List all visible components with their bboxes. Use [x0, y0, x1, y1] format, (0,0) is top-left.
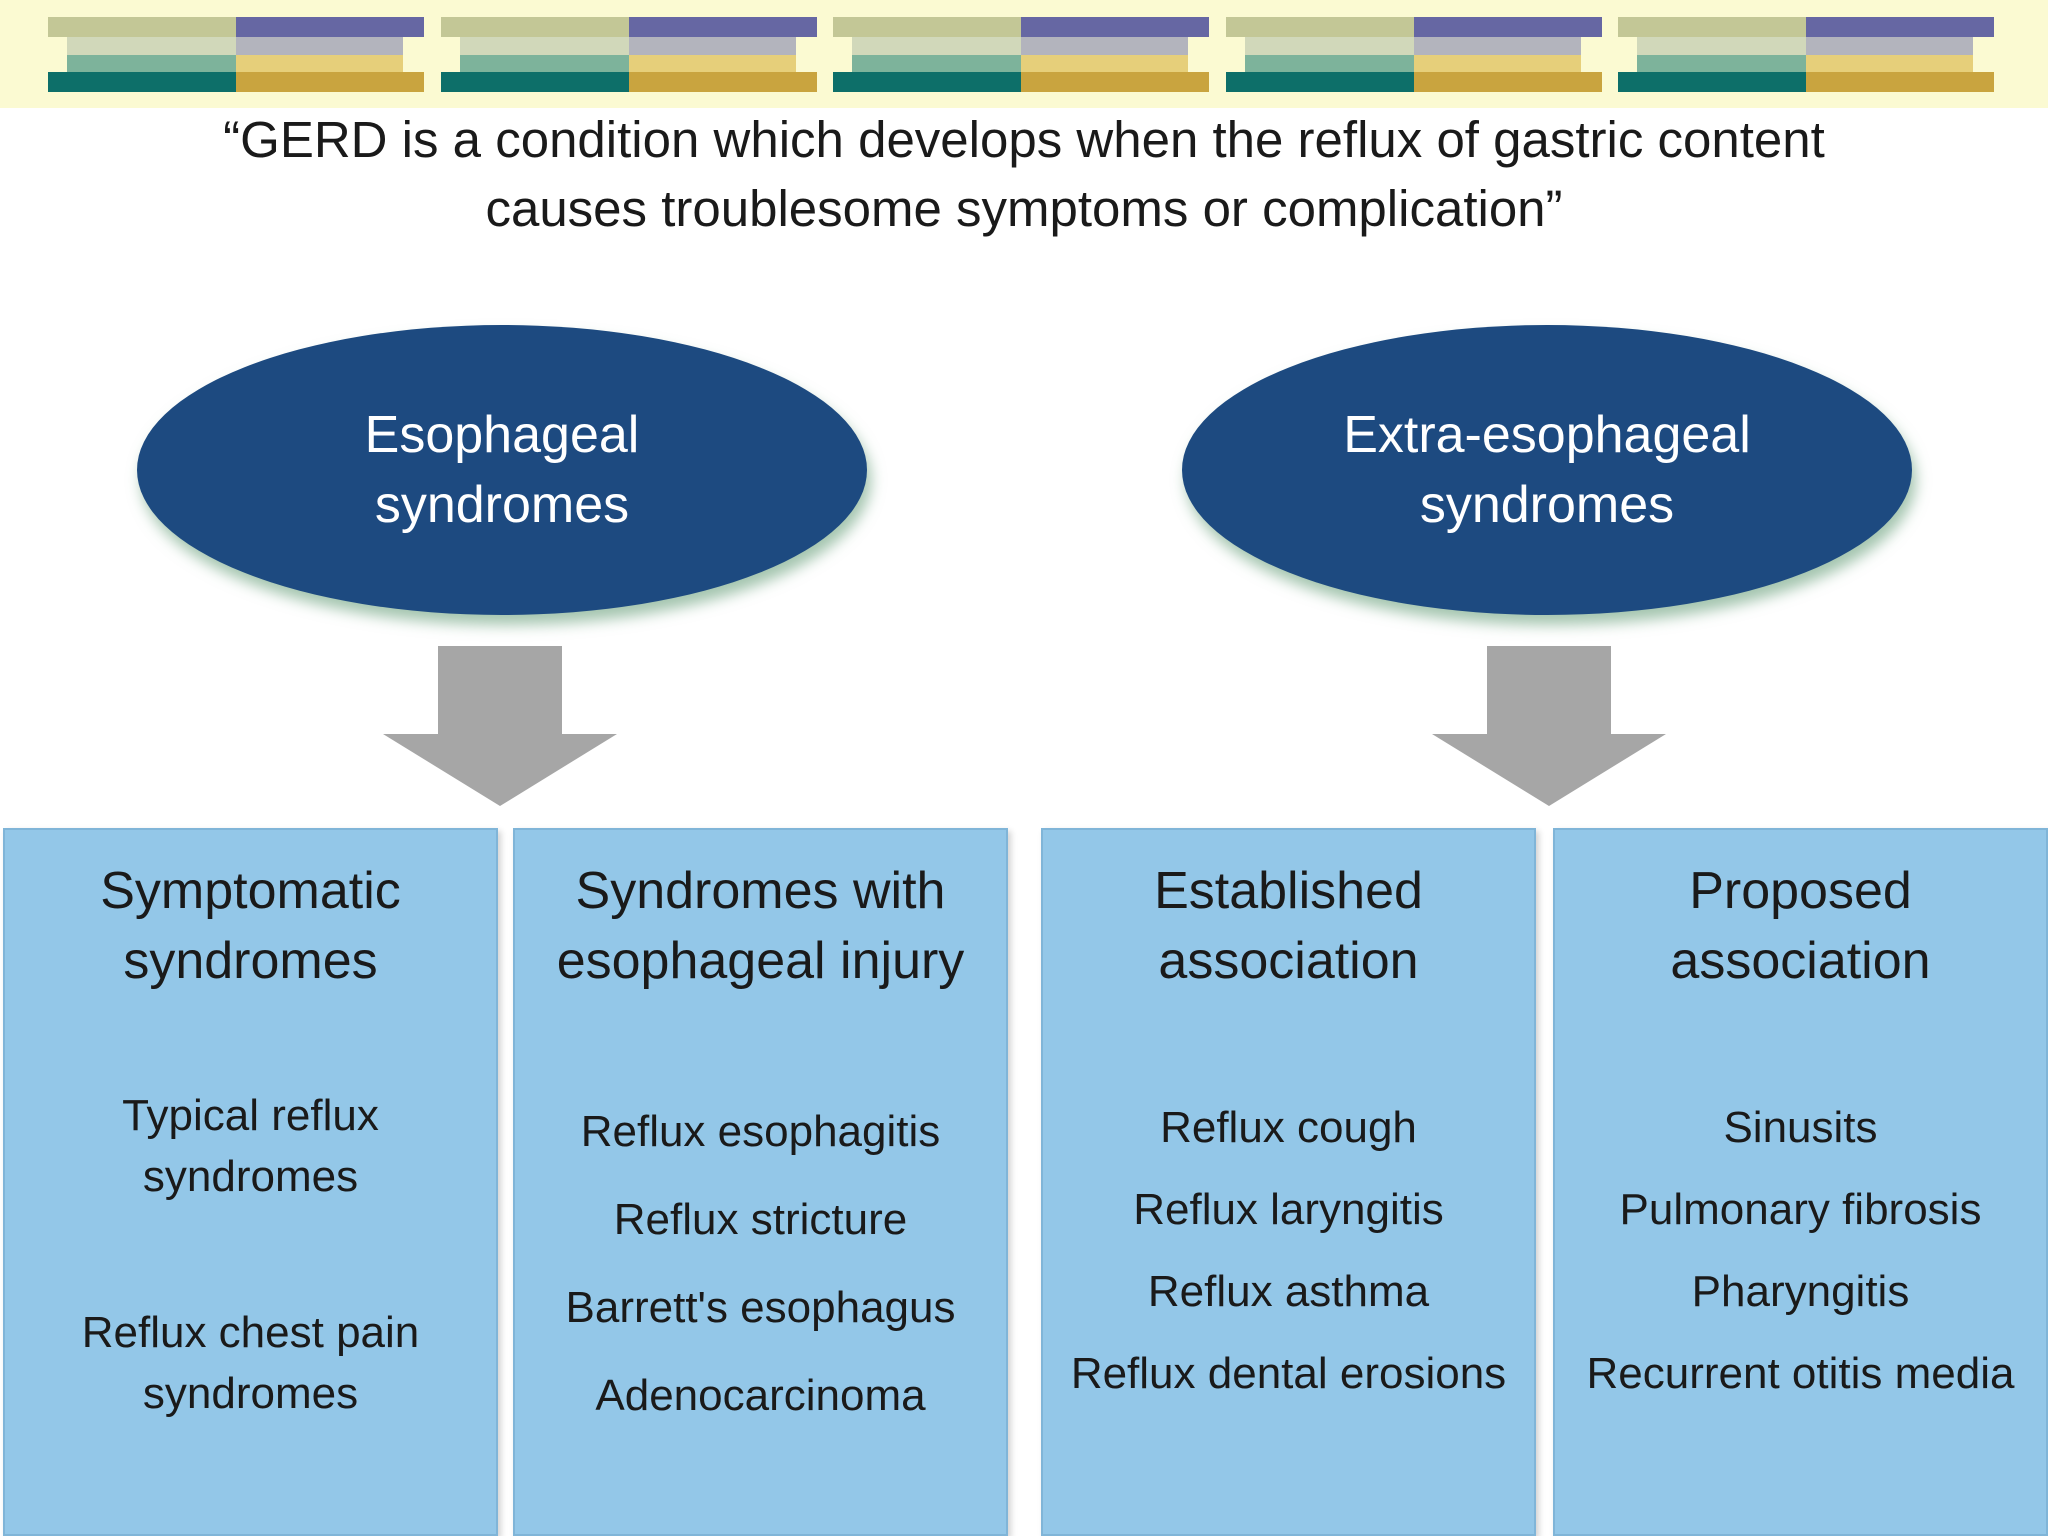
established-association-box: Established association Reflux cough Ref… [1041, 828, 1536, 1536]
box-item: Reflux esophagitis [580, 1107, 941, 1156]
decorative-block [441, 17, 817, 92]
box-item: Sinusits [1723, 1103, 1878, 1152]
box-item: Pharyngitis [1691, 1267, 1910, 1316]
decorative-block [48, 17, 424, 92]
decorative-header-band [0, 0, 2048, 108]
proposed-association-box: Proposed association Sinusits Pulmonary … [1553, 828, 2048, 1536]
box-item: Pulmonary fibrosis [1619, 1185, 1982, 1234]
ellipse-label: Extra-esophageal syndromes [1343, 406, 1751, 534]
box-item: Barrett's esophagus [565, 1283, 956, 1332]
box-title: Syndromes with esophageal injury [556, 862, 965, 990]
ellipse-label: Esophageal syndromes [364, 406, 640, 534]
box-item: Reflux asthma [1147, 1267, 1430, 1316]
extra-esophageal-syndromes-ellipse: Extra-esophageal syndromes [1182, 325, 1912, 615]
box-item: Reflux chest pain syndromes [81, 1308, 420, 1418]
decorative-block [833, 17, 1209, 92]
esophageal-syndromes-ellipse: Esophageal syndromes [137, 325, 867, 615]
gerd-definition: “GERD is a condition which develops when… [223, 111, 1825, 237]
box-item: Reflux dental erosions [1070, 1349, 1507, 1398]
decorative-block [1618, 17, 1994, 92]
box-item: Reflux stricture [613, 1195, 908, 1244]
symptomatic-syndromes-box: Symptomatic syndromes Typical reflux syn… [3, 828, 498, 1536]
down-arrow-icon [1432, 646, 1666, 806]
box-title: Proposed association [1670, 862, 1931, 990]
syndromes-with-esophageal-injury-box: Syndromes with esophageal injury Reflux … [513, 828, 1008, 1536]
box-item: Recurrent otitis media [1586, 1349, 2015, 1398]
down-arrow-icon [383, 646, 617, 806]
box-item: Reflux cough [1160, 1103, 1417, 1152]
box-title: Symptomatic syndromes [100, 862, 401, 990]
box-item: Reflux laryngitis [1133, 1185, 1444, 1234]
decorative-block [1226, 17, 1602, 92]
box-item: Typical reflux syndromes [122, 1091, 379, 1201]
box-item: Adenocarcinoma [595, 1371, 926, 1420]
box-title: Established association [1154, 862, 1423, 990]
